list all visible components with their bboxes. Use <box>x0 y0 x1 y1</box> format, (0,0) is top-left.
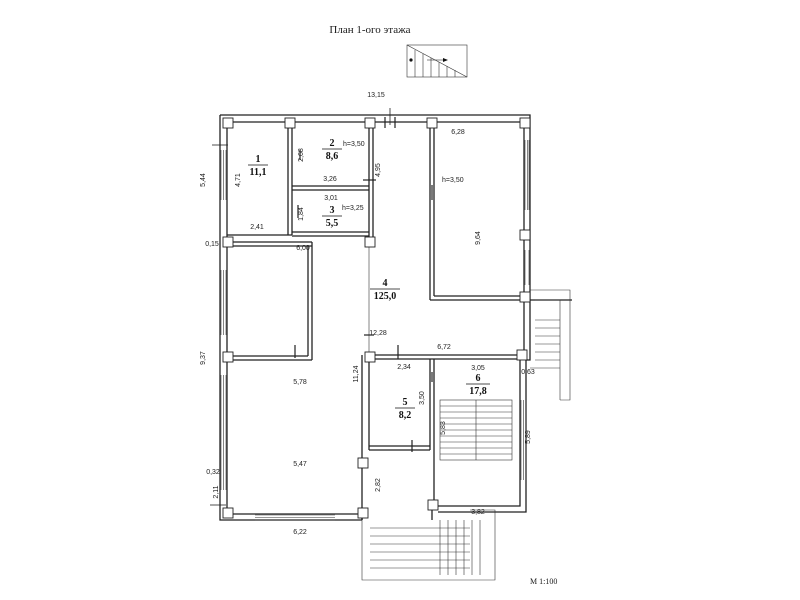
dim-0-32: 0,32 <box>206 469 220 476</box>
height-room-2: h=3,50 <box>343 141 365 148</box>
dim-5-89: 5,89 <box>525 430 532 444</box>
room-6-area: 17,8 <box>469 386 487 397</box>
dim-6-28: 6,28 <box>451 129 465 136</box>
room-5-number: 5 <box>403 397 408 408</box>
height-room-3: h=3,25 <box>342 205 364 212</box>
dim-12-28: 12,28 <box>369 330 387 337</box>
dim-3-82: 3,82 <box>471 509 485 516</box>
plan-title: План 1-ого этажа <box>329 24 410 36</box>
interior-walls <box>227 122 524 520</box>
room-4-area: 125,0 <box>374 291 397 302</box>
dim-0-63: 0,63 <box>521 369 535 376</box>
windows <box>220 140 530 521</box>
dim-2-34: 2,34 <box>397 364 411 371</box>
scale-label: М 1:100 <box>530 577 557 586</box>
dim-4-71: 4,71 <box>235 173 242 187</box>
dim-2-82: 2,82 <box>375 478 382 492</box>
room-3-number: 3 <box>330 205 335 216</box>
dim-3-01: 3,01 <box>324 195 338 202</box>
dim-2-11: 2,11 <box>213 485 220 498</box>
dim-9-64: 9,64 <box>475 231 482 245</box>
dim-2-41: 2,41 <box>250 224 264 231</box>
room-6-number: 6 <box>476 373 481 384</box>
room-2-number: 2 <box>330 138 335 149</box>
exterior-stair-bottom <box>361 509 496 581</box>
room-1-area: 11,1 <box>250 167 267 178</box>
dim-5-83: 5,83 <box>440 421 447 435</box>
dim-3-50: 3,50 <box>419 391 426 405</box>
room-5-area: 8,2 <box>399 410 412 421</box>
key-plan-inset <box>406 44 468 78</box>
dim-5-47: 5,47 <box>293 461 307 468</box>
dim-9-37: 9,37 <box>200 351 207 365</box>
dim-5-78: 5,78 <box>293 379 307 386</box>
dim-2-68: 2,68 <box>298 148 305 162</box>
dim-6-00: 6,00 <box>296 245 310 252</box>
height-hall: h=3,50 <box>442 177 464 184</box>
columns <box>222 117 531 519</box>
interior-stair <box>439 399 513 461</box>
dim-13-15: 13,15 <box>367 92 385 99</box>
dim-6-72: 6,72 <box>437 344 451 351</box>
room-1-number: 1 <box>256 154 261 165</box>
outer-walls <box>219 114 572 521</box>
dim-3-26: 3,26 <box>323 176 337 183</box>
dim-5-44: 5,44 <box>200 173 207 187</box>
dim-6-22: 6,22 <box>293 529 307 536</box>
dimensions: 13,15 6,28 5,44 4,71 2,68 3,26 4,95 3,01… <box>200 92 535 536</box>
room-3-area: 5,5 <box>326 218 339 229</box>
dim-4-95: 4,95 <box>375 163 382 177</box>
doors <box>210 108 433 506</box>
room-2-area: 8,6 <box>326 151 339 162</box>
ceiling-heights: h=3,50 h=3,25 h=3,50 <box>342 141 464 212</box>
dim-1-84: 1,84 <box>298 207 305 221</box>
dim-3-05: 3,05 <box>471 365 485 372</box>
dim-11-24: 11,24 <box>353 365 360 382</box>
room-labels: 1 11,1 2 8,6 3 5,5 4 125,0 5 8,2 6 17,8 <box>248 138 490 421</box>
dim-0-15: 0,15 <box>205 241 219 248</box>
room-4-number: 4 <box>383 278 388 289</box>
exterior-stair-right <box>530 289 571 401</box>
